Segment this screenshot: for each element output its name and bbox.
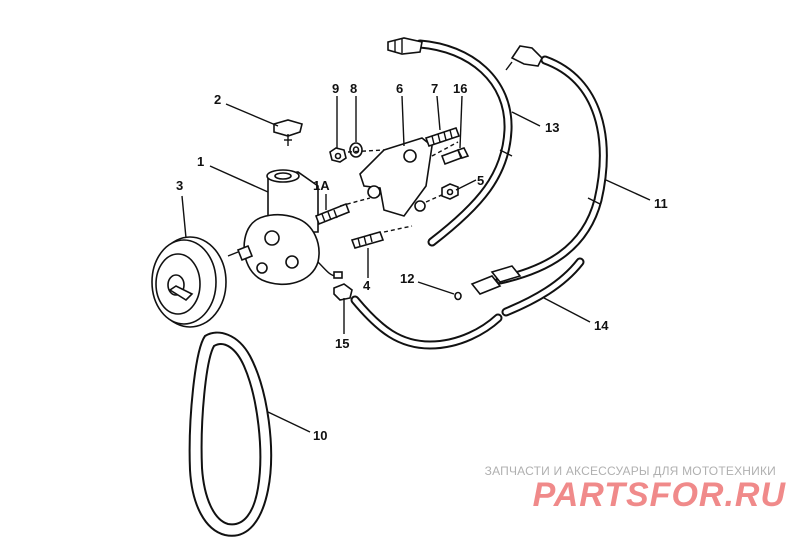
- label-3: 3: [176, 178, 183, 193]
- hose-4-lower: [350, 295, 503, 350]
- hose-14: [501, 257, 585, 317]
- label-16: 16: [453, 81, 467, 96]
- nut-5: [441, 183, 459, 200]
- hose-13: [387, 37, 513, 247]
- label-1: 1: [197, 154, 204, 169]
- leader-lines: [181, 95, 651, 433]
- label-1a: 1A: [313, 178, 330, 193]
- label-9: 9: [332, 81, 339, 96]
- label-2: 2: [214, 92, 221, 107]
- pump-1: [227, 169, 343, 286]
- label-12: 12: [400, 271, 414, 286]
- pulley-3: [151, 236, 227, 328]
- label-6: 6: [396, 81, 403, 96]
- label-8: 8: [350, 81, 357, 96]
- watermark-logo: PARTSFOR.RU: [533, 476, 787, 514]
- bolt-16: [440, 147, 470, 166]
- label-7: 7: [431, 81, 438, 96]
- washer-8: [349, 142, 363, 158]
- hose-11: [470, 45, 608, 295]
- cap-2: [273, 119, 303, 146]
- belt-10: [188, 331, 273, 537]
- stud-1a: [314, 202, 351, 226]
- label-4: 4: [363, 278, 371, 293]
- nut-9: [329, 147, 347, 163]
- label-14: 14: [594, 318, 609, 333]
- label-5: 5: [477, 173, 484, 188]
- watermark-tagline: ЗАПЧАСТИ И АКСЕССУАРЫ ДЛЯ МОТОТЕХНИКИ: [485, 464, 776, 478]
- label-10: 10: [313, 428, 327, 443]
- label-15: 15: [335, 336, 349, 351]
- alignment-lines: [339, 141, 459, 233]
- bracket-6: [359, 137, 433, 217]
- label-13: 13: [545, 120, 559, 135]
- fitting-15: [333, 283, 353, 301]
- stud-7: [424, 126, 461, 148]
- stud-4: [350, 231, 385, 249]
- label-11: 11: [654, 196, 668, 211]
- o-ring-12: [454, 291, 462, 301]
